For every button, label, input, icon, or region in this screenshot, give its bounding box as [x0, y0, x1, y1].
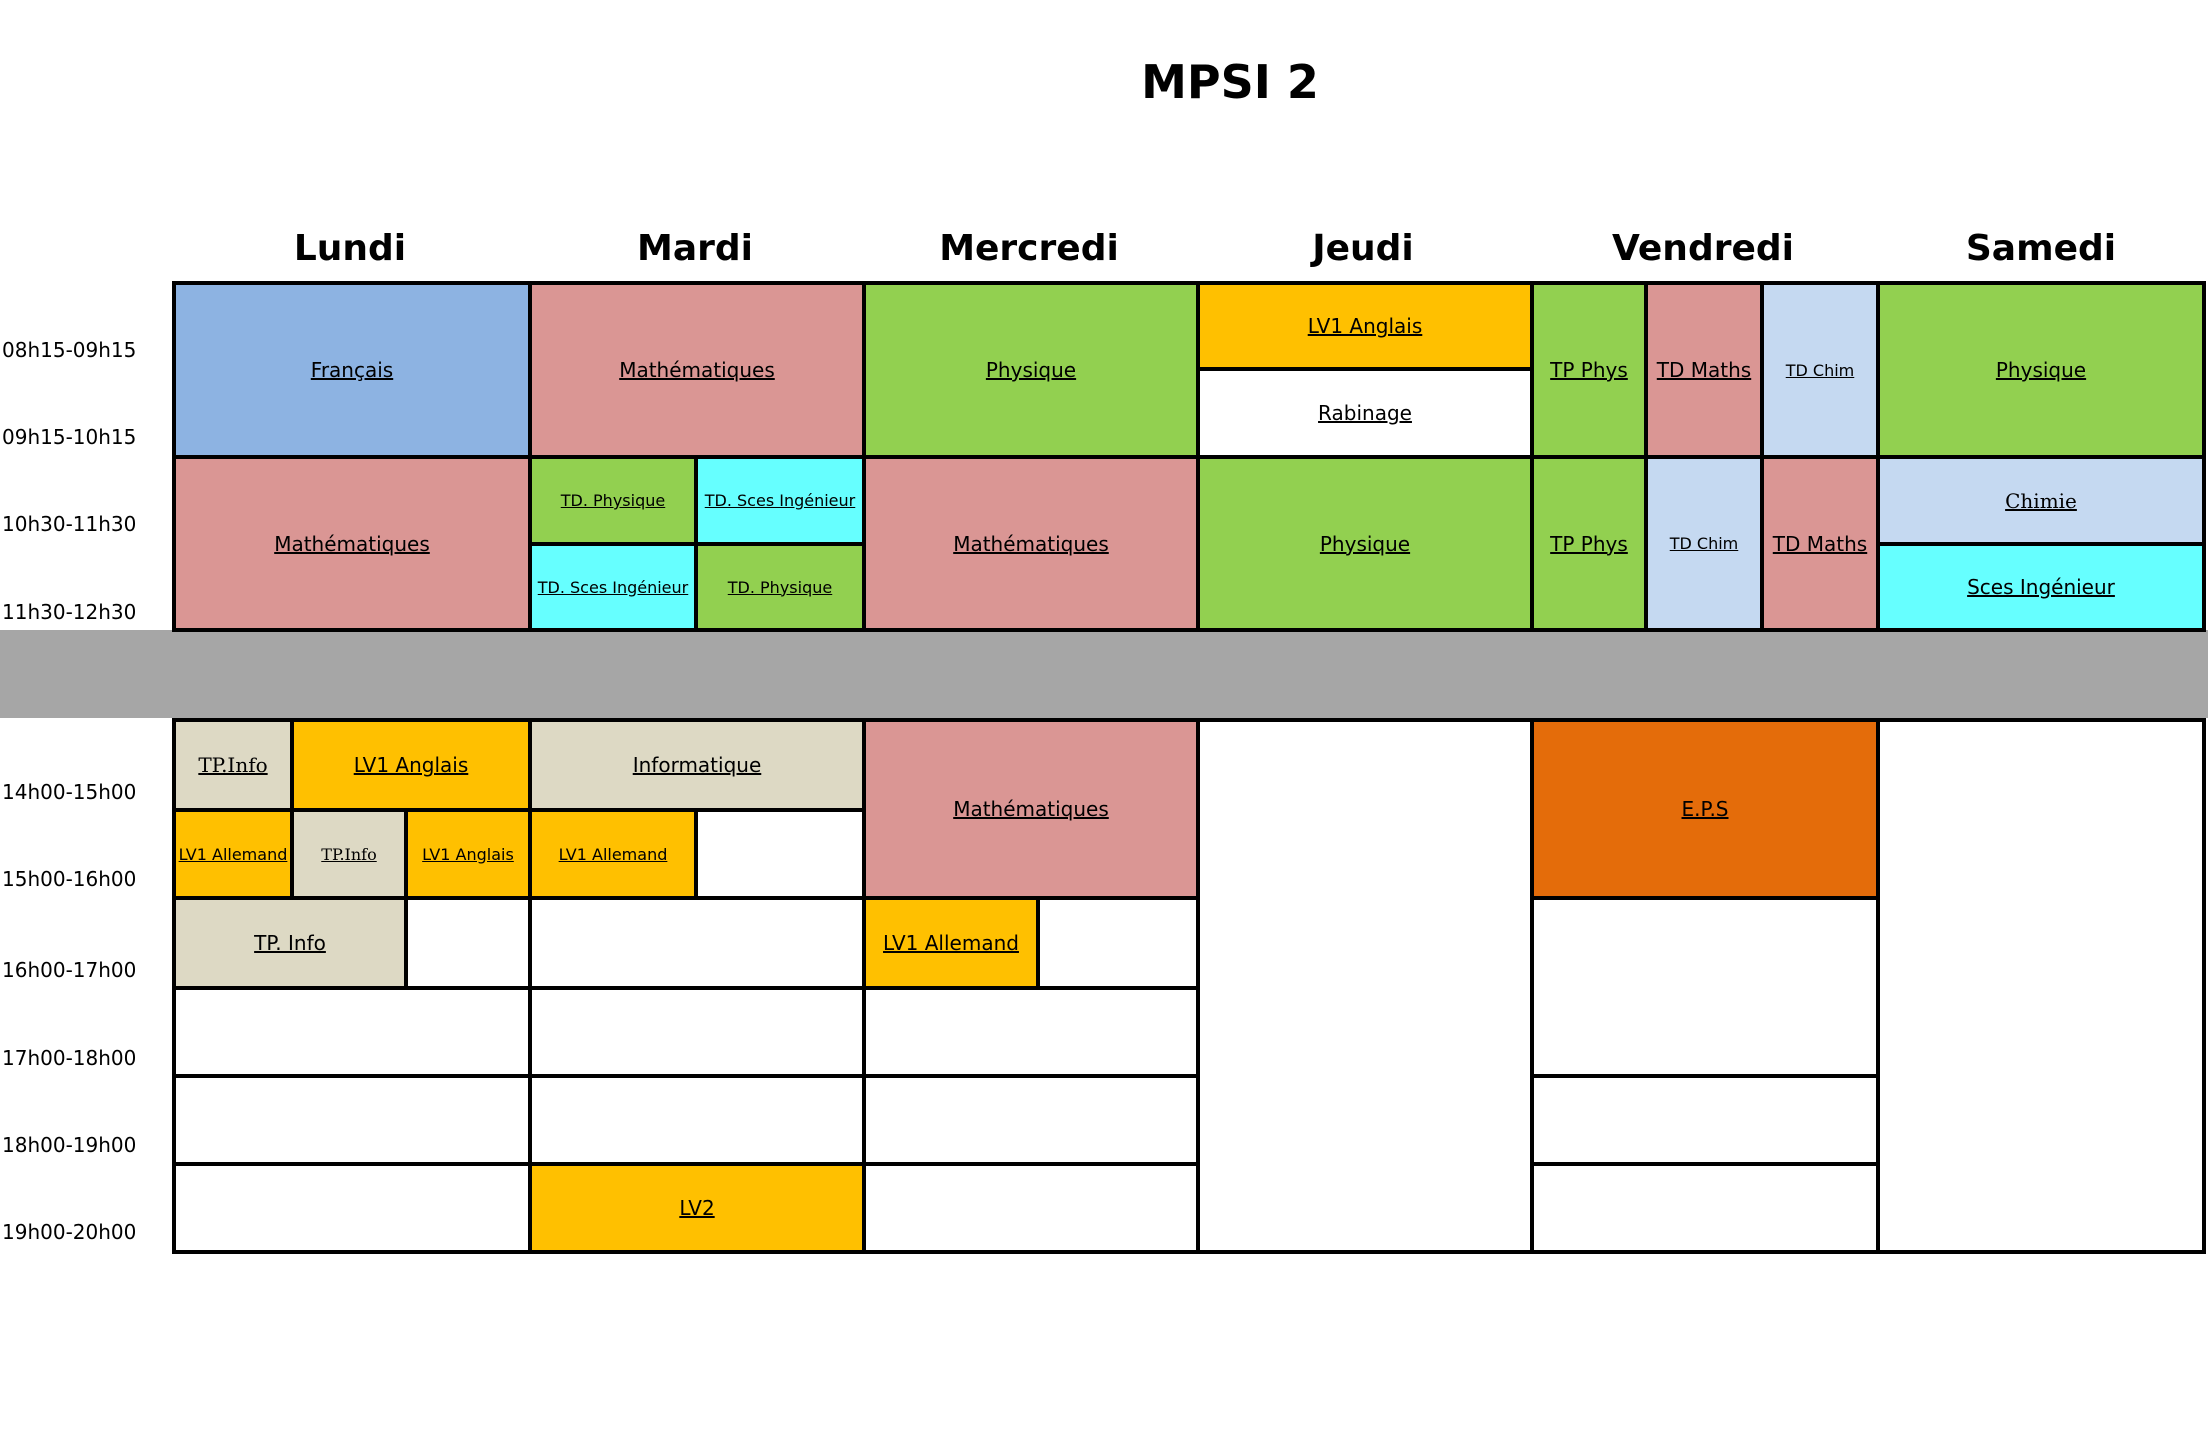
- empty-slot: [694, 808, 866, 900]
- empty-slot: [1036, 896, 1200, 990]
- time-label: 14h00-15h00: [2, 780, 137, 804]
- lunch-break-band: [0, 630, 2208, 718]
- course-physique[interactable]: Physique: [1196, 455, 1534, 632]
- empty-slot: [1530, 1162, 1880, 1254]
- course-td-chim[interactable]: TD Chim: [1644, 455, 1764, 632]
- course-tp-phys[interactable]: TP Phys: [1530, 281, 1648, 459]
- empty-slot: [172, 986, 532, 1078]
- course-mathematiques[interactable]: Mathématiques: [862, 718, 1200, 900]
- time-label: 10h30-11h30: [2, 512, 137, 536]
- empty-afternoon: [1876, 718, 2206, 1254]
- time-label: 16h00-17h00: [2, 958, 137, 982]
- course-lv1-allemand[interactable]: LV1 Allemand: [172, 808, 294, 900]
- time-label: 18h00-19h00: [2, 1133, 137, 1157]
- day-header-lundi: Lundi: [293, 228, 407, 269]
- course-td-physique[interactable]: TD. Physique: [694, 542, 866, 632]
- course-mathematiques[interactable]: Mathématiques: [528, 281, 866, 459]
- day-header-mercredi: Mercredi: [939, 228, 1119, 269]
- empty-slot: [172, 1074, 532, 1166]
- course-physique[interactable]: Physique: [862, 281, 1200, 459]
- course-td-physique[interactable]: TD. Physique: [528, 455, 698, 546]
- course-lv1-allemand[interactable]: LV1 Allemand: [528, 808, 698, 900]
- course-mathematiques[interactable]: Mathématiques: [862, 455, 1200, 632]
- course-lv1-anglais[interactable]: LV1 Anglais: [290, 718, 532, 812]
- day-header-vendredi: Vendredi: [1612, 228, 1794, 269]
- course-lv1-anglais[interactable]: LV1 Anglais: [1196, 281, 1534, 371]
- course-td-sces-ingenieur[interactable]: TD. Sces Ingénieur: [694, 455, 866, 546]
- course-tp-info[interactable]: TP.Info: [172, 718, 294, 812]
- time-label: 11h30-12h30: [2, 600, 137, 624]
- time-label: 15h00-16h00: [2, 867, 137, 891]
- empty-slot: [862, 986, 1200, 1078]
- course-td-chim[interactable]: TD Chim: [1760, 281, 1880, 459]
- empty-slot: [862, 1162, 1200, 1254]
- time-label: 08h15-09h15: [2, 338, 137, 362]
- course-rabinage[interactable]: Rabinage: [1196, 367, 1534, 459]
- empty-slot: [862, 1074, 1200, 1166]
- course-eps[interactable]: E.P.S: [1530, 718, 1880, 900]
- empty-slot: [528, 1074, 866, 1166]
- course-mathematiques[interactable]: Mathématiques: [172, 455, 532, 632]
- empty-slot: [1530, 1074, 1880, 1166]
- course-sces-ingenieur[interactable]: Sces Ingénieur: [1876, 542, 2206, 632]
- course-chimie[interactable]: Chimie: [1876, 455, 2206, 546]
- time-label: 09h15-10h15: [2, 425, 137, 449]
- empty-slot: [172, 1162, 532, 1254]
- empty-slot: [404, 896, 532, 990]
- day-header-samedi: Samedi: [1965, 228, 2117, 269]
- empty-slot: [1530, 896, 1880, 1078]
- course-francais[interactable]: Français: [172, 281, 532, 459]
- course-physique[interactable]: Physique: [1876, 281, 2206, 459]
- day-header-mardi: Mardi: [637, 228, 753, 269]
- day-header-jeudi: Jeudi: [1312, 228, 1414, 269]
- course-td-maths[interactable]: TD Maths: [1760, 455, 1880, 632]
- course-tp-info[interactable]: TP. Info: [172, 896, 408, 990]
- empty-slot: [528, 896, 866, 990]
- time-label: 17h00-18h00: [2, 1046, 137, 1070]
- course-tp-info[interactable]: TP.Info: [290, 808, 408, 900]
- empty-afternoon: [1196, 718, 1534, 1254]
- time-label: 19h00-20h00: [2, 1220, 137, 1244]
- page-title: MPSI 2: [1141, 55, 1319, 109]
- course-td-sces-ingenieur[interactable]: TD. Sces Ingénieur: [528, 542, 698, 632]
- course-lv1-allemand[interactable]: LV1 Allemand: [862, 896, 1040, 990]
- course-lv2[interactable]: LV2: [528, 1162, 866, 1254]
- course-informatique[interactable]: Informatique: [528, 718, 866, 812]
- course-td-maths[interactable]: TD Maths: [1644, 281, 1764, 459]
- course-lv1-anglais[interactable]: LV1 Anglais: [404, 808, 532, 900]
- empty-slot: [528, 986, 866, 1078]
- course-tp-phys[interactable]: TP Phys: [1530, 455, 1648, 632]
